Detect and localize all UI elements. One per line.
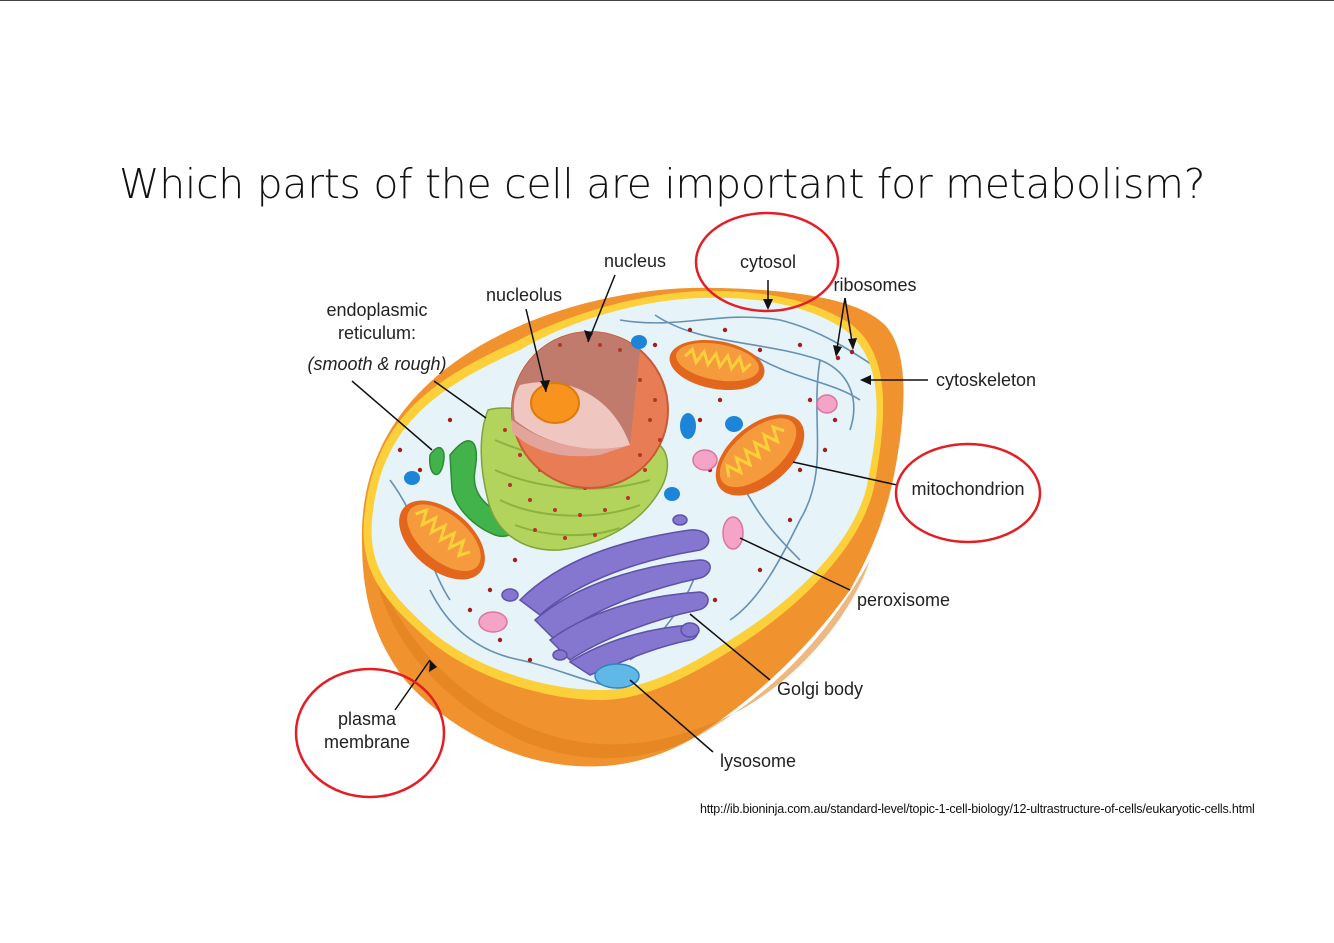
mitochondrion-left [399,500,485,580]
top-border [0,0,1334,1]
lysosome-organelle [594,663,640,689]
nucleolus-organelle [530,382,580,424]
label-cytoskeleton: cytoskeleton [936,370,1036,390]
mitochondrion-right [715,414,805,496]
leader-lines [351,274,928,753]
label-ribosomes: ribosomes [833,275,916,295]
mitochondria [399,339,805,580]
cytosol-highlight [694,211,840,313]
plasma-membrane-highlight [294,667,446,799]
mitochondrion-highlight [894,442,1042,544]
nucleus-organelle [511,331,669,489]
leader-arrowheads [429,299,871,672]
vesicle-blue [680,413,696,439]
label-nucleolus: nucleolus [486,285,562,305]
mitochondrion-top [669,339,765,391]
label-peroxisome: peroxisome [857,590,950,610]
vesicle-pink [478,611,508,633]
label-cytosol: cytosol [740,252,796,272]
highlight-circles [294,211,1042,799]
vesicle-pink [692,449,718,471]
smooth-er [429,440,515,537]
golgi-organelle [501,514,711,676]
vesicle-blue [631,335,647,349]
vesicle-blue [664,487,680,501]
peroxisome-organelle [722,516,744,550]
source-link[interactable]: http://ib.bioninja.com.au/standard-level… [700,802,1255,816]
label-er-line3: (smooth & rough) [307,354,446,374]
slide-title: Which parts of the cell are important fo… [119,160,1206,208]
vesicle-pink [816,394,838,414]
label-er-line2: reticulum: [338,323,416,343]
label-plasma-line2: membrane [324,732,410,752]
label-er-line1: endoplasmic [326,300,427,320]
vesicle-blue [725,416,743,432]
label-mitochondrion: mitochondrion [911,479,1024,499]
label-plasma-line1: plasma [338,709,397,729]
labels: nucleus nucleolus cytosol ribosomes endo… [307,251,1036,771]
label-lysosome: lysosome [720,751,796,771]
label-nucleus: nucleus [604,251,666,271]
vesicles [404,335,838,689]
vesicle-blue [404,471,420,485]
label-golgi: Golgi body [777,679,863,699]
